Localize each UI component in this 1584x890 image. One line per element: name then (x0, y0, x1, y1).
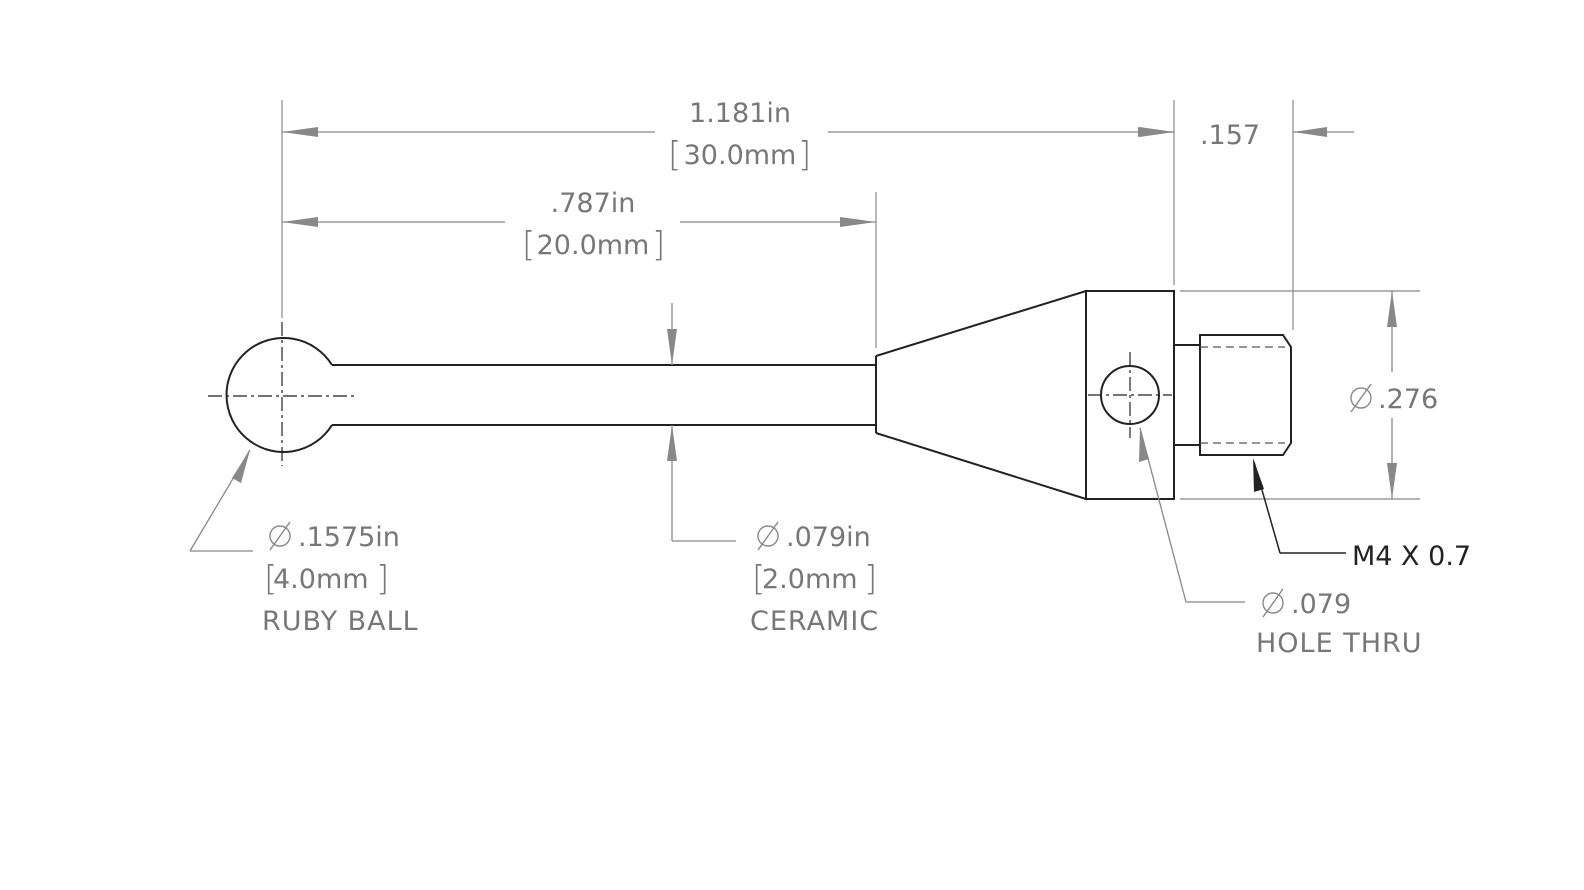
ruby-ball-bracket-close: ] (376, 559, 389, 599)
body-diameter-arrow-top (1387, 291, 1397, 327)
body-diameter-dimension: .276 (1350, 291, 1438, 499)
stem-diameter-arrow-top (667, 329, 677, 365)
centerlines (208, 322, 1172, 466)
thread-neck (1173, 344, 1201, 446)
hole-callout: .079 HOLE THRU (1139, 427, 1423, 659)
ruby-ball-label: RUBY BALL (262, 606, 419, 637)
ceramic-bracket-close: ] (864, 559, 877, 599)
ceramic-diameter-mm: 2.0mm (762, 564, 858, 595)
stem-length-inch: .787in (551, 188, 636, 219)
overall-length-bracket-close: ] (798, 135, 811, 175)
overall-length-inch: 1.181in (689, 98, 791, 129)
thread-length-arrow-right (1293, 127, 1327, 137)
stem-diameter-arrows (667, 303, 736, 542)
thread-length-dimension: .157 (1138, 120, 1354, 151)
hole-label: HOLE THRU (1256, 628, 1423, 659)
ruby-ball-bracket-open: [ (264, 559, 277, 599)
hole-leader-arrow (1139, 428, 1149, 462)
stem-length-bracket-close: ] (652, 225, 665, 265)
stem-length-arrow-right (840, 217, 876, 227)
ruby-ball-diameter-mm: 4.0mm (273, 564, 369, 595)
overall-length-dimension: 1.181in [ 30.0mm ] (282, 98, 1174, 175)
ceramic-stem-callout: .079in [ 2.0mm ] CERAMIC (750, 521, 879, 637)
thread-shank (1199, 334, 1292, 456)
ruby-ball-diameter-inch: .1575in (298, 522, 400, 553)
thread-length-arrow-left (1140, 127, 1174, 137)
ceramic-label: CERAMIC (750, 606, 879, 637)
thread-length-value: .157 (1200, 120, 1260, 151)
stem-length-arrow-left (282, 217, 318, 227)
ruby-ball-leader-arrow (232, 450, 250, 483)
ruby-ball (225, 337, 333, 453)
ceramic-diameter-inch: .079in (786, 522, 871, 553)
stem-diameter-arrow-bottom (667, 425, 677, 461)
stylus-part (225, 289, 1292, 501)
ruby-ball-diameter-symbol-icon (269, 521, 291, 551)
thread-callout: M4 X 0.7 (1253, 458, 1471, 572)
body-diameter-arrow-bottom (1387, 463, 1397, 499)
ceramic-bracket-open: [ (752, 559, 765, 599)
extension-lines (281, 100, 1420, 500)
thread-leader-arrow (1253, 458, 1264, 492)
stem-length-bracket-open: [ (522, 225, 535, 265)
body-diameter-symbol-icon (1350, 383, 1372, 413)
overall-length-mm: 30.0mm (684, 140, 797, 171)
hole-diameter-symbol-icon (1262, 588, 1284, 618)
body-diameter-value: .276 (1378, 384, 1438, 415)
ceramic-diameter-symbol-icon (757, 521, 779, 551)
ruby-ball-callout: .1575in [ 4.0mm ] RUBY BALL (189, 449, 419, 637)
stem-length-dimension: .787in [ 20.0mm ] (282, 188, 876, 265)
cone-taper (875, 289, 1087, 501)
hole-diameter-value: .079 (1291, 589, 1351, 620)
overall-length-bracket-open: [ (668, 135, 681, 175)
overall-length-arrow-left (282, 127, 318, 137)
stem-length-mm: 20.0mm (537, 230, 650, 261)
thread-spec: M4 X 0.7 (1352, 541, 1471, 572)
